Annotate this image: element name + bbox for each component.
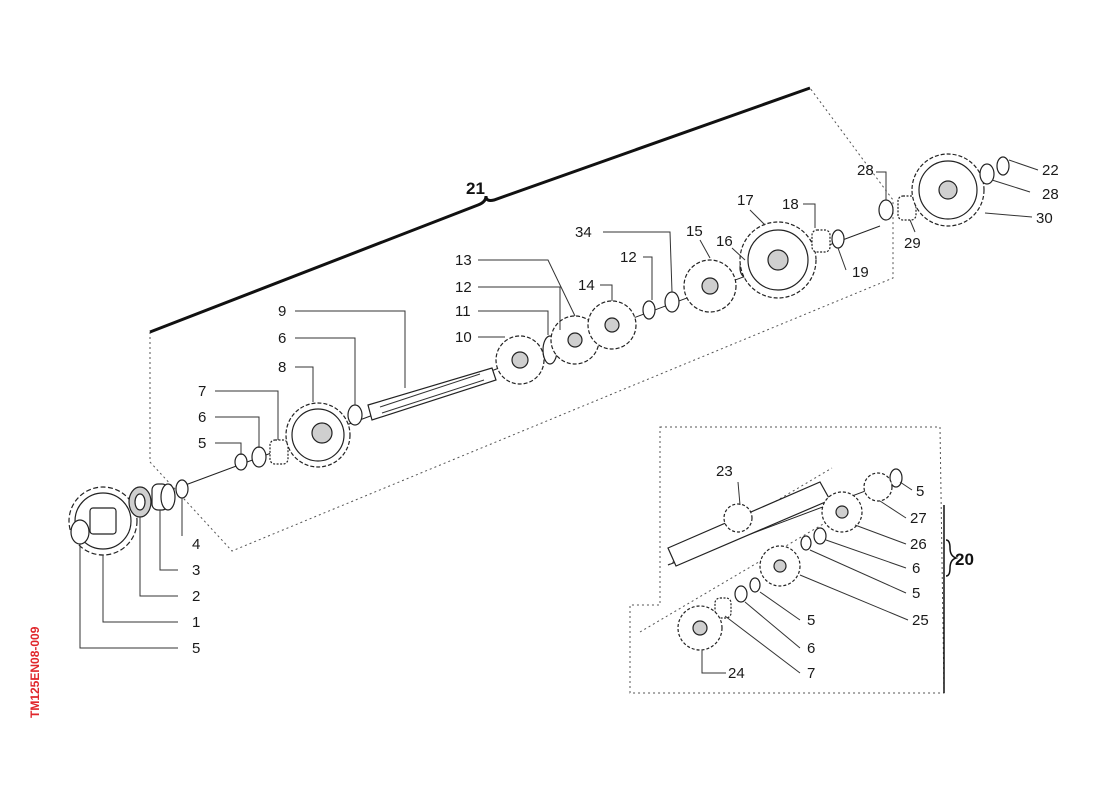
part-label: 28: [857, 162, 874, 179]
gear-24: [677, 605, 723, 651]
o-ring-4: [175, 479, 189, 499]
circlip-34: [664, 291, 680, 313]
part-label: 12: [620, 249, 637, 266]
needle-bearing-7-lower: [714, 597, 732, 619]
part-label: 26: [910, 536, 927, 553]
part-label: 34: [575, 224, 592, 241]
gear-17: [739, 221, 817, 299]
part-label: 30: [1036, 210, 1053, 227]
circlip-5: [234, 453, 248, 471]
gear-27: [863, 472, 893, 502]
part-label: 14: [578, 277, 595, 294]
assembly-20-label: 20: [955, 550, 974, 569]
assembly-21-frame: 21: [149, 86, 894, 552]
washer-28-left: [878, 199, 894, 221]
part-label: 5: [807, 612, 815, 629]
part-label: 17: [737, 192, 754, 209]
circlip-5-secondary: [800, 535, 812, 551]
drawing-code: TM125EN08-009: [28, 626, 42, 718]
part-label: 27: [910, 510, 927, 527]
gear-30: [911, 153, 985, 227]
needle-bearing-18: [811, 229, 831, 253]
part-label: 5: [912, 585, 920, 602]
gear-10: [495, 335, 545, 385]
circlip-5-top: [889, 468, 903, 488]
part-label: 11: [455, 303, 471, 320]
part-label: 1: [192, 614, 200, 631]
part-label: 24: [728, 665, 745, 682]
gear-8: [285, 402, 351, 468]
part-label: 6: [807, 640, 815, 657]
gear-26: [821, 491, 863, 533]
main-shaft-9: [367, 367, 497, 421]
needle-bearing-29: [897, 195, 917, 221]
part-label: 13: [455, 252, 472, 269]
washer-6-secondary: [813, 527, 827, 545]
part-label: 9: [278, 303, 286, 320]
part-label: 6: [198, 409, 206, 426]
part-label: 4: [192, 536, 200, 553]
part-label: 7: [198, 383, 206, 400]
part-label: 28: [1042, 186, 1059, 203]
washer-6-upper: [347, 404, 363, 426]
needle-bearing-7: [269, 439, 289, 465]
washer-12: [642, 300, 656, 320]
secondary-shaft-23: [667, 481, 831, 567]
part-label: 8: [278, 359, 286, 376]
part-label: 15: [686, 223, 703, 240]
part-label: 18: [782, 196, 799, 213]
part-label: 10: [455, 329, 472, 346]
part-label: 12: [455, 279, 472, 296]
lock-washer-5: [70, 519, 90, 545]
leader-lines: [79, 159, 1039, 674]
part-label: 22: [1042, 162, 1059, 179]
assembly-21-label: 21: [466, 179, 485, 198]
part-label: 3: [192, 562, 200, 579]
gear-25: [759, 545, 801, 587]
washer-19: [831, 229, 845, 249]
part-label: 7: [807, 665, 815, 682]
part-label: 6: [912, 560, 920, 577]
part-label: 5: [916, 483, 924, 500]
washer-6-lower: [734, 585, 748, 603]
circlip-22: [996, 156, 1010, 176]
part-label: 29: [904, 235, 921, 252]
part-label: 2: [192, 588, 200, 605]
gear-13: [550, 315, 600, 365]
gear-15: [683, 259, 737, 313]
seal-2: [128, 486, 152, 518]
part-label: 16: [716, 233, 733, 250]
part-label: 23: [716, 463, 733, 480]
gear-14: [587, 300, 637, 350]
part-label: 5: [192, 640, 200, 657]
part-labels: 1 2 3 4 5 5 6 7 8 6 9 10 11 12 13 14 12 …: [192, 162, 1059, 682]
part-label: 25: [912, 612, 929, 629]
bush-3: [151, 483, 176, 511]
circlip-5-lower: [749, 577, 761, 593]
washer-28-right: [979, 163, 995, 185]
part-label: 5: [198, 435, 206, 452]
part-label: 6: [278, 330, 286, 347]
part-label: 19: [852, 264, 869, 281]
washer-6: [251, 446, 267, 468]
